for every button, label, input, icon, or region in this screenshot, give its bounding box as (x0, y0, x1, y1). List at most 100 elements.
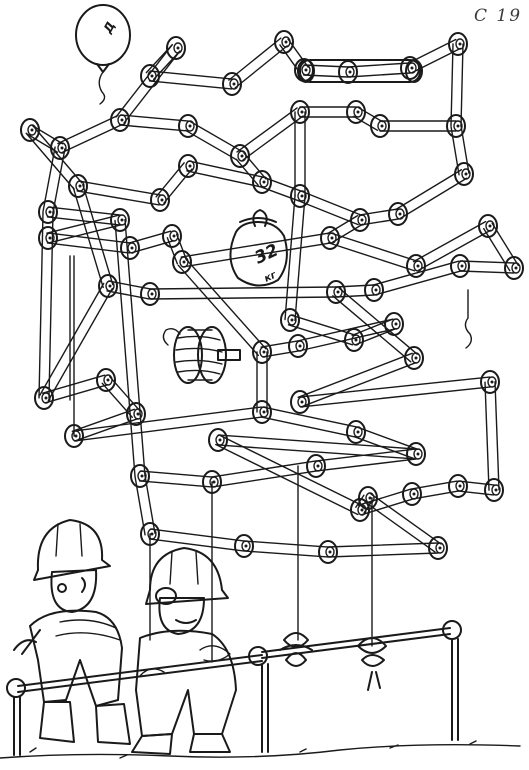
rope-segment (235, 158, 259, 186)
pulley[interactable] (364, 278, 384, 302)
pulley[interactable] (480, 370, 500, 394)
pulley[interactable] (448, 474, 468, 498)
long-roller[interactable] (297, 59, 423, 83)
rope-segment (301, 361, 417, 408)
pulley[interactable] (280, 308, 300, 332)
rope-segment (47, 287, 114, 402)
pulley[interactable] (140, 64, 160, 88)
rope-network (25, 37, 519, 663)
pulley[interactable] (388, 202, 408, 226)
pulley[interactable] (504, 256, 524, 280)
pulley[interactable] (150, 188, 170, 212)
rope-segment (48, 224, 122, 244)
pulley[interactable] (346, 100, 366, 124)
pulley[interactable] (172, 250, 192, 274)
pulley[interactable] (370, 114, 390, 138)
pulley[interactable] (290, 390, 310, 414)
worker-left[interactable] (13, 519, 131, 745)
pulley[interactable] (38, 226, 58, 250)
pulley[interactable] (230, 144, 250, 168)
pulley[interactable] (402, 482, 422, 506)
rope-segment (299, 386, 492, 408)
pulley[interactable] (350, 208, 370, 232)
pulley[interactable] (96, 368, 116, 392)
pulley[interactable] (208, 428, 228, 452)
rope-segment (236, 107, 298, 153)
rope-segment (346, 62, 411, 68)
pulley[interactable] (406, 442, 426, 466)
pulley[interactable] (320, 226, 340, 250)
pulley[interactable] (288, 334, 308, 358)
rope-knot-right[interactable] (357, 637, 387, 691)
rope-segment (260, 340, 298, 348)
pulley[interactable] (68, 174, 88, 198)
balloon-mark: Д (100, 19, 118, 36)
pulley[interactable] (20, 118, 40, 142)
pulley[interactable] (140, 522, 160, 546)
rope-segment (31, 125, 64, 145)
rope-segment (243, 540, 330, 548)
pulley[interactable] (166, 36, 186, 60)
pulley[interactable] (318, 540, 338, 564)
pulley[interactable] (326, 280, 346, 304)
pulley[interactable] (178, 114, 198, 138)
pulley[interactable] (454, 162, 474, 186)
rope-segment (394, 169, 463, 211)
pulley[interactable] (162, 224, 182, 248)
pulley[interactable] (234, 534, 254, 558)
pulley[interactable] (428, 536, 448, 560)
pulley[interactable] (478, 214, 498, 238)
pulley[interactable] (34, 386, 54, 410)
rope-segment (301, 190, 363, 217)
pulley[interactable] (346, 420, 366, 444)
rope-segment (457, 480, 496, 486)
rope-segment (188, 160, 264, 178)
balloon[interactable]: Д (75, 4, 131, 105)
rope-segment (412, 220, 487, 263)
pulley[interactable] (450, 254, 470, 278)
rope-segment (52, 148, 66, 214)
pulley[interactable] (110, 208, 130, 232)
pulley[interactable] (252, 340, 272, 364)
rope-segment (371, 260, 460, 286)
pulley[interactable] (358, 486, 378, 510)
rope-segment (114, 219, 136, 478)
rope-segment (260, 416, 356, 438)
rope-segment (331, 223, 364, 243)
rope-knot-left[interactable] (279, 632, 313, 667)
pulley[interactable] (178, 154, 198, 178)
rope-segment (180, 232, 330, 258)
pulley[interactable] (306, 454, 326, 478)
rope-segment (279, 44, 301, 74)
pulley[interactable] (130, 464, 150, 488)
worker-right[interactable] (131, 547, 237, 755)
pulley[interactable] (252, 400, 272, 424)
pulley[interactable] (110, 108, 130, 132)
pulley[interactable] (252, 170, 272, 194)
pulley[interactable] (120, 236, 140, 260)
pulley[interactable] (448, 32, 468, 56)
pulley[interactable] (484, 478, 504, 502)
pulley[interactable] (64, 424, 84, 448)
pulley[interactable] (98, 274, 118, 298)
rope-segment (357, 106, 384, 123)
pulley[interactable] (384, 312, 404, 336)
pulley[interactable] (404, 346, 424, 370)
pulley[interactable] (344, 328, 364, 352)
pulley[interactable] (126, 402, 146, 426)
pulley[interactable] (140, 282, 160, 306)
pulley[interactable] (222, 72, 242, 96)
pulley[interactable] (202, 470, 222, 494)
pulley[interactable] (338, 60, 358, 84)
pulley[interactable] (446, 114, 466, 138)
pulley[interactable] (406, 254, 426, 278)
pulley[interactable] (290, 100, 310, 124)
rope-segment (262, 350, 300, 358)
pulley[interactable] (38, 200, 58, 224)
pulley[interactable] (274, 30, 294, 54)
pulley[interactable] (290, 184, 310, 208)
rope-spool[interactable] (162, 326, 241, 384)
pulley[interactable] (50, 136, 70, 160)
rope-segment (242, 115, 304, 161)
